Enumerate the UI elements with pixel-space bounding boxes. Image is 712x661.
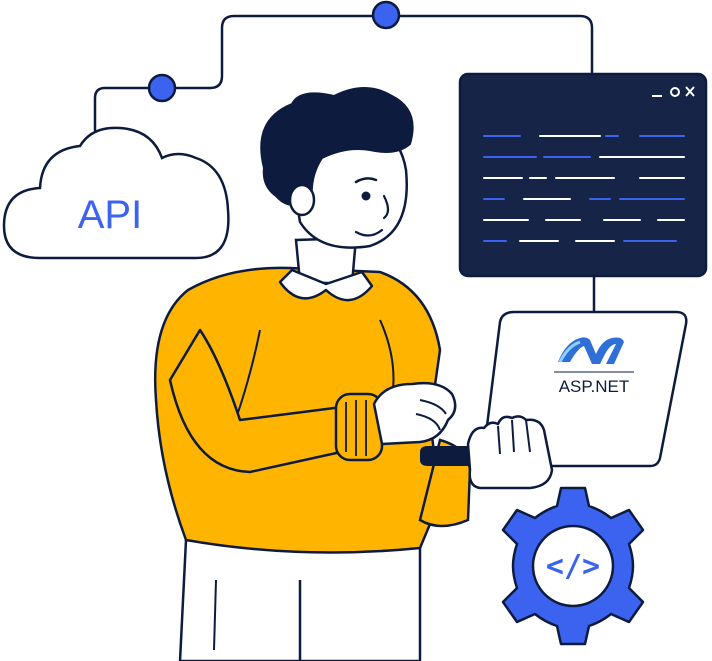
laptop: ASP.NET — [420, 310, 688, 468]
connector-lines — [93, 14, 596, 314]
cloud-label: API — [78, 193, 142, 237]
left-hand — [372, 381, 457, 446]
ear — [288, 183, 316, 217]
collar — [278, 236, 374, 302]
mouth — [354, 228, 384, 237]
sweater — [153, 266, 472, 554]
gear-code-symbol: </> — [546, 549, 600, 584]
restore-icon — [670, 87, 680, 97]
connector-node-1 — [147, 73, 177, 103]
connector-node-2 — [371, 0, 401, 30]
trousers — [178, 538, 422, 661]
eye — [361, 191, 371, 201]
cloud-shape — [2, 126, 230, 260]
nose — [382, 194, 390, 220]
brow — [354, 177, 378, 184]
right-hand — [466, 415, 554, 490]
api-cloud: API — [2, 126, 230, 260]
code-gear-icon: </> — [501, 486, 645, 646]
code-lines — [483, 135, 685, 242]
asp-net-logo: ASP.NET — [554, 337, 634, 396]
asp-net-label: ASP.NET — [559, 377, 630, 396]
code-window-frame — [458, 72, 708, 278]
close-icon — [685, 86, 695, 97]
head — [260, 87, 414, 249]
code-window — [458, 72, 708, 278]
